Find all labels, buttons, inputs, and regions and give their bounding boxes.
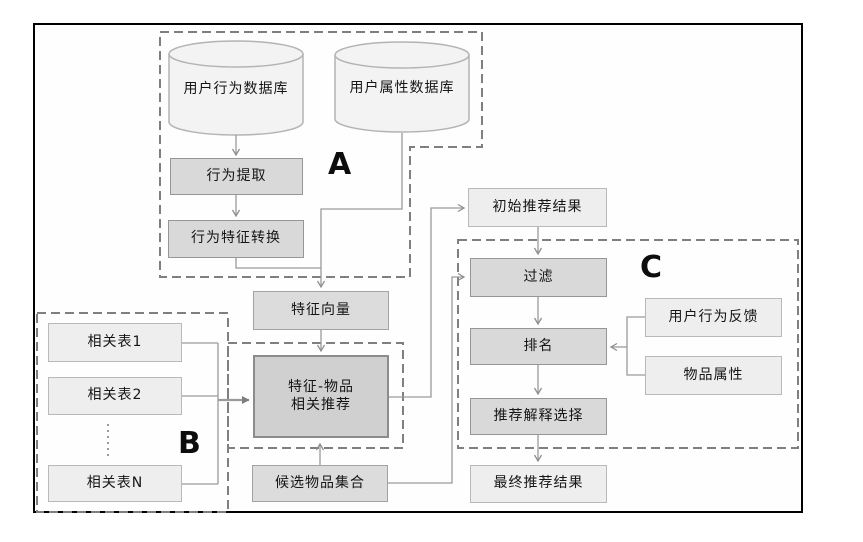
group-b-label: B: [178, 426, 201, 461]
cylinder-user-attribute-db: [334, 41, 470, 133]
node-related-table-1: 相关表1: [48, 323, 182, 362]
node-feature-item-recommend: 特征-物品 相关推荐: [253, 355, 389, 438]
conn-db-attribute-to-feature-vector: [316, 133, 403, 289]
node-item-attribute: 物品属性: [645, 356, 782, 395]
node-candidate-item-set: 候选物品集合: [252, 465, 388, 502]
cylinder-user-behavior-db: [168, 40, 304, 136]
node-explanation-select: 推荐解释选择: [470, 398, 607, 435]
conn-related-tables-bus: [182, 342, 219, 485]
node-ranking: 排名: [470, 328, 607, 365]
conn-feature-item-to-initial-result: [389, 203, 466, 398]
node-user-behavior-db-label: 用户行为数据库: [183, 81, 289, 97]
node-behavior-feature-convert: 行为特征转换: [168, 220, 304, 258]
node-feature-item-recommend-line1: 特征-物品: [287, 379, 355, 395]
conn-convert-merge: [235, 258, 321, 269]
conn-feedback-bracket: [626, 316, 645, 376]
node-filter: 过滤: [470, 258, 607, 297]
conn-candidate-to-filter: [388, 272, 466, 484]
node-related-table-2: 相关表2: [48, 377, 182, 415]
node-feature-vector: 特征向量: [253, 291, 389, 330]
node-related-table-n: 相关表N: [48, 465, 182, 502]
group-a-outline: [159, 31, 483, 278]
node-final-result: 最终推荐结果: [470, 465, 607, 503]
feature-item-dashed-outline: [227, 342, 404, 449]
node-user-attribute-db-label: 用户属性数据库: [349, 80, 455, 96]
group-c-label: C: [640, 250, 663, 285]
group-b-outline: [36, 312, 229, 513]
group-c-outline: [457, 239, 799, 449]
node-feature-item-recommend-line2: 相关推荐: [291, 396, 351, 413]
node-initial-result: 初始推荐结果: [468, 188, 607, 227]
node-behavior-extract: 行为提取: [170, 158, 303, 195]
node-user-behavior-feedback: 用户行为反馈: [645, 298, 782, 337]
group-a-label: A: [328, 147, 352, 182]
